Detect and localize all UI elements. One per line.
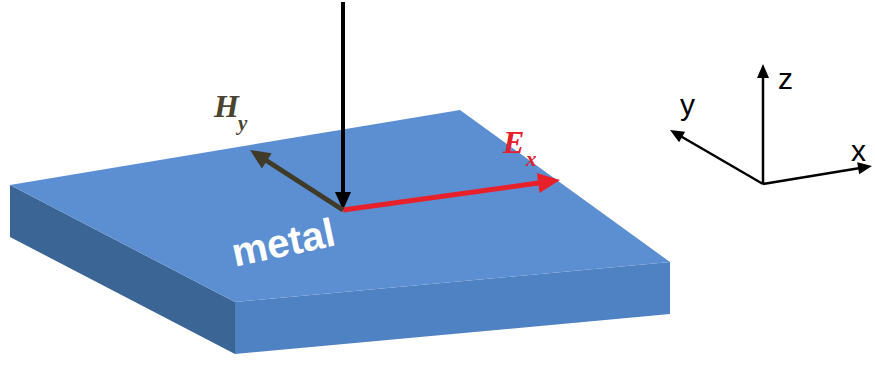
e-field-arrow [343, 183, 540, 210]
z-axis-head [757, 64, 769, 78]
field-symbol: E [503, 126, 524, 158]
y-axis-head [670, 130, 685, 142]
axis-label: z [778, 64, 793, 94]
h-field-arrow-head [250, 150, 272, 168]
axis-label: x [851, 136, 866, 166]
incident-arrow [341, 2, 345, 194]
axis-label: y [680, 90, 695, 120]
field-subscript: y [238, 113, 247, 134]
z-axis [762, 76, 765, 184]
field-symbol: H [214, 90, 239, 122]
field-subscript: x [526, 149, 537, 170]
x-axis [763, 168, 860, 184]
slab-top-face [10, 110, 670, 302]
h-field-arrow [265, 160, 343, 210]
y-axis [680, 136, 763, 184]
e-field-arrow-head [537, 173, 560, 193]
